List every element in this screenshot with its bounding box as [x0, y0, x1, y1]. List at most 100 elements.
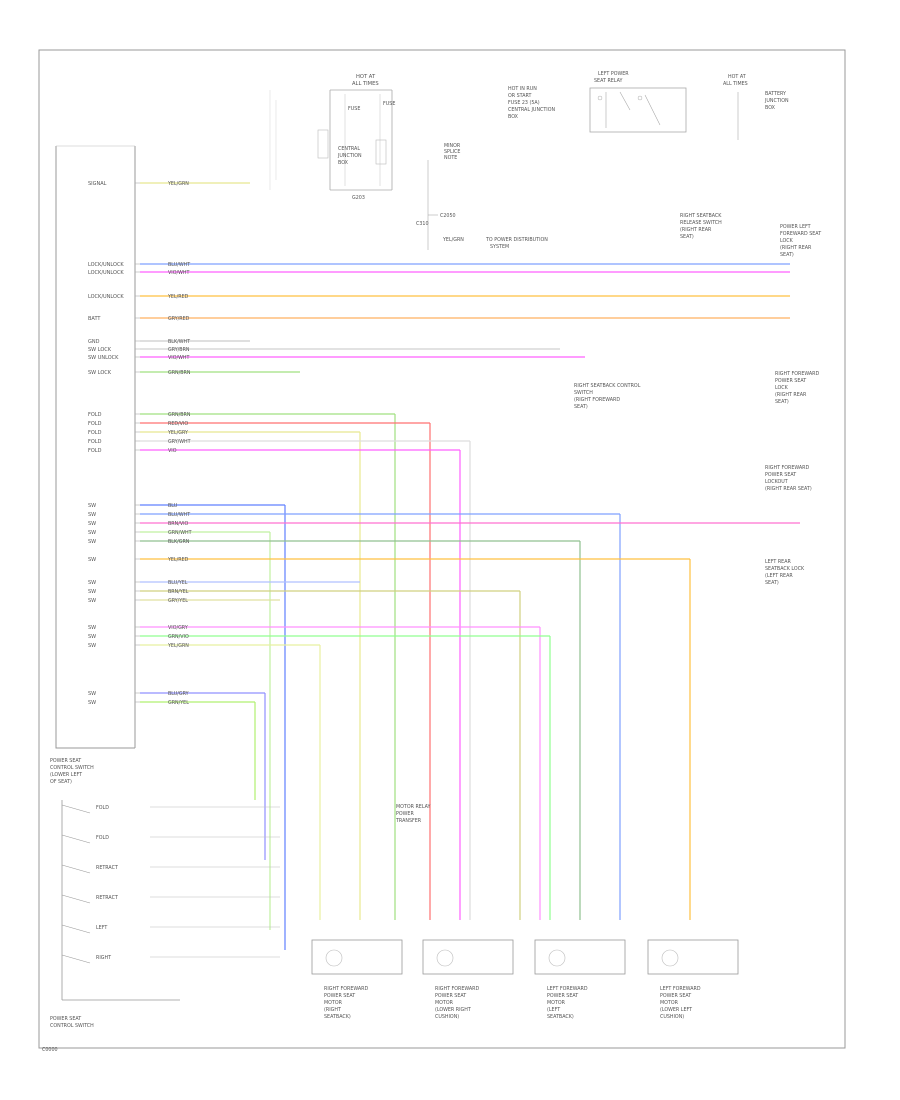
switch-row-label: FOLD [96, 805, 109, 811]
svg-text:(LEFT REAR: (LEFT REAR [765, 573, 793, 579]
switch-row-label: LEFT [96, 925, 107, 931]
motor-label: MOTOR [435, 1000, 454, 1006]
motor-label: (LOWER LEFT [660, 1007, 692, 1013]
switch-contact [61, 804, 91, 814]
module-pin-label: SW UNLOCK [88, 355, 119, 361]
switch-row-label: FOLD [96, 835, 109, 841]
fuse-block: HOT AT ALL TIMES FUSE FUSE CENTRAL JUNCT… [269, 74, 395, 201]
svg-text:SEAT RELAY: SEAT RELAY [594, 78, 622, 84]
motor-label: (LOWER RIGHT [435, 1007, 471, 1013]
wire-color-label: GRN/VIO [168, 634, 189, 640]
svg-text:(RIGHT REAR SEAT): (RIGHT REAR SEAT) [765, 486, 812, 492]
switch-contact [61, 954, 91, 964]
wire-color-label: BLK/WHT [168, 339, 190, 345]
right-label-r3-3: LOCKOUT [765, 479, 788, 485]
wire-color-label: GRY/WHT [168, 439, 191, 445]
wire-color-label: GRN/WHT [168, 530, 192, 536]
svg-text:CONTROL SWITCH: CONTROL SWITCH [50, 765, 94, 771]
ground-label: G203 [352, 195, 365, 201]
wire-color-label: YEL/GRN [167, 643, 189, 649]
svg-text:SEAT): SEAT) [680, 234, 694, 240]
right-label-r2-2: POWER SEAT [775, 378, 806, 384]
right-mid-note-1: RIGHT SEATBACK CONTROL [574, 383, 641, 389]
wire-color-label: YEL/RED [167, 294, 189, 300]
switch-contact [61, 924, 91, 934]
right-label-r4-2: SEATBACK LOCK [765, 566, 805, 572]
wire-color-label: BLU/WHT [168, 262, 190, 268]
right-label-r2-1: RIGHT FOREWARD [775, 371, 820, 377]
wire-color-label: VIO/WHT [168, 270, 189, 276]
svg-text:RELEASE SWITCH: RELEASE SWITCH [680, 220, 722, 226]
module-pin-label: SW [88, 625, 96, 631]
relay-block: LEFT POWER SEAT RELAY [589, 71, 687, 133]
wire-color-label: BLK/GRN [168, 539, 190, 545]
module-pin-label: LOCK/UNLOCK [88, 270, 124, 276]
right-note-3: BOX [765, 105, 776, 111]
wire-color-label: YEL/GRY [167, 430, 188, 436]
central-junction-1: CENTRAL [338, 146, 360, 152]
switch-contact [61, 864, 91, 874]
svg-text:LEFT POWER: LEFT POWER [598, 71, 629, 77]
motor-note-1: MOTOR RELAY [396, 804, 431, 810]
motor-label: SEATBACK) [547, 1014, 574, 1020]
wire-color-label: YEL/GRN [167, 181, 189, 187]
motor-label: RIGHT FOREWARD [324, 986, 369, 992]
fuse-block-label-2: ALL TIMES [352, 81, 379, 87]
module-pin-label: SW [88, 557, 96, 563]
motor-note-3: TRANSFER [395, 818, 422, 824]
central-junction-3: BOX [338, 160, 349, 166]
wire-color-label: VIO [168, 448, 177, 454]
wire-color-label: BLU/WHT [168, 512, 190, 518]
motor-label: LEFT FOREWARD [547, 986, 588, 992]
module-pin-label: SW [88, 643, 96, 649]
svg-text:OF SEAT): OF SEAT) [50, 779, 72, 785]
svg-text:CENTRAL JUNCTION: CENTRAL JUNCTION [508, 107, 555, 113]
motor-symbol [325, 949, 343, 967]
wire-color-label: YEL/RED [167, 557, 189, 563]
module-pin-label: GND [88, 339, 100, 345]
hot-right-2: ALL TIMES [723, 81, 748, 87]
motor-symbol [661, 949, 679, 967]
motor-note-2: POWER [396, 811, 414, 817]
splice-note-3: NOTE [444, 155, 457, 161]
module-pin-label: FOLD [88, 412, 102, 418]
hot-run-1: HOT IN RUN [508, 86, 537, 92]
svg-text:(RIGHT REAR: (RIGHT REAR [780, 245, 812, 251]
motor-label: POWER SEAT [324, 993, 355, 999]
wire-color-label: GRY/BRN [168, 347, 190, 353]
motor-label: CUSHION) [660, 1014, 684, 1020]
wire-color-label: VIO/GRY [168, 625, 188, 631]
motor-label: MOTOR [660, 1000, 679, 1006]
fuse-b-label: FUSE [383, 101, 395, 107]
hot-right-1: HOT AT [728, 74, 746, 80]
svg-text:(LOWER LEFT: (LOWER LEFT [50, 772, 82, 778]
motor-box [422, 939, 514, 975]
module-pin-label: SW [88, 691, 96, 697]
svg-text:RIGHT SEATBACK: RIGHT SEATBACK [680, 213, 722, 219]
right-label-r1-1: POWER LEFT [780, 224, 811, 230]
module-pin-label: SW [88, 521, 96, 527]
hot-run-2: OR START [508, 93, 532, 99]
svg-text:SEAT): SEAT) [775, 399, 789, 405]
wire-color-label: GRN/BRN [168, 412, 191, 418]
module-pin-label: LOCK/UNLOCK [88, 262, 124, 268]
wire-harness: YEL/GRNBLU/WHTVIO/WHTYEL/REDGRY/REDBLK/W… [140, 181, 800, 950]
module-pin-label: FOLD [88, 430, 102, 436]
svg-text:C2050: C2050 [440, 213, 456, 219]
svg-text:POWER SEAT: POWER SEAT [50, 758, 81, 764]
module-pin-label: BATT [88, 316, 101, 322]
svg-text:SYSTEM: SYSTEM [490, 244, 509, 250]
svg-text:SEAT): SEAT) [765, 580, 779, 586]
wire-color-label: BLU/GRY [168, 691, 189, 697]
wire-color-label: BRN/VIO [168, 521, 189, 527]
module-pin-label: FOLD [88, 421, 102, 427]
svg-text:TO POWER DISTRIBUTION: TO POWER DISTRIBUTION [485, 237, 548, 243]
right-label-r4-1: LEFT REAR [765, 559, 791, 565]
right-label-r1-2: FOREWARD SEAT [780, 231, 821, 237]
right-mid-note-2: SWITCH [574, 390, 593, 396]
switch-title-2: CONTROL SWITCH [50, 1023, 94, 1029]
motor-symbol [548, 949, 566, 967]
motor-label: RIGHT FOREWARD [435, 986, 480, 992]
